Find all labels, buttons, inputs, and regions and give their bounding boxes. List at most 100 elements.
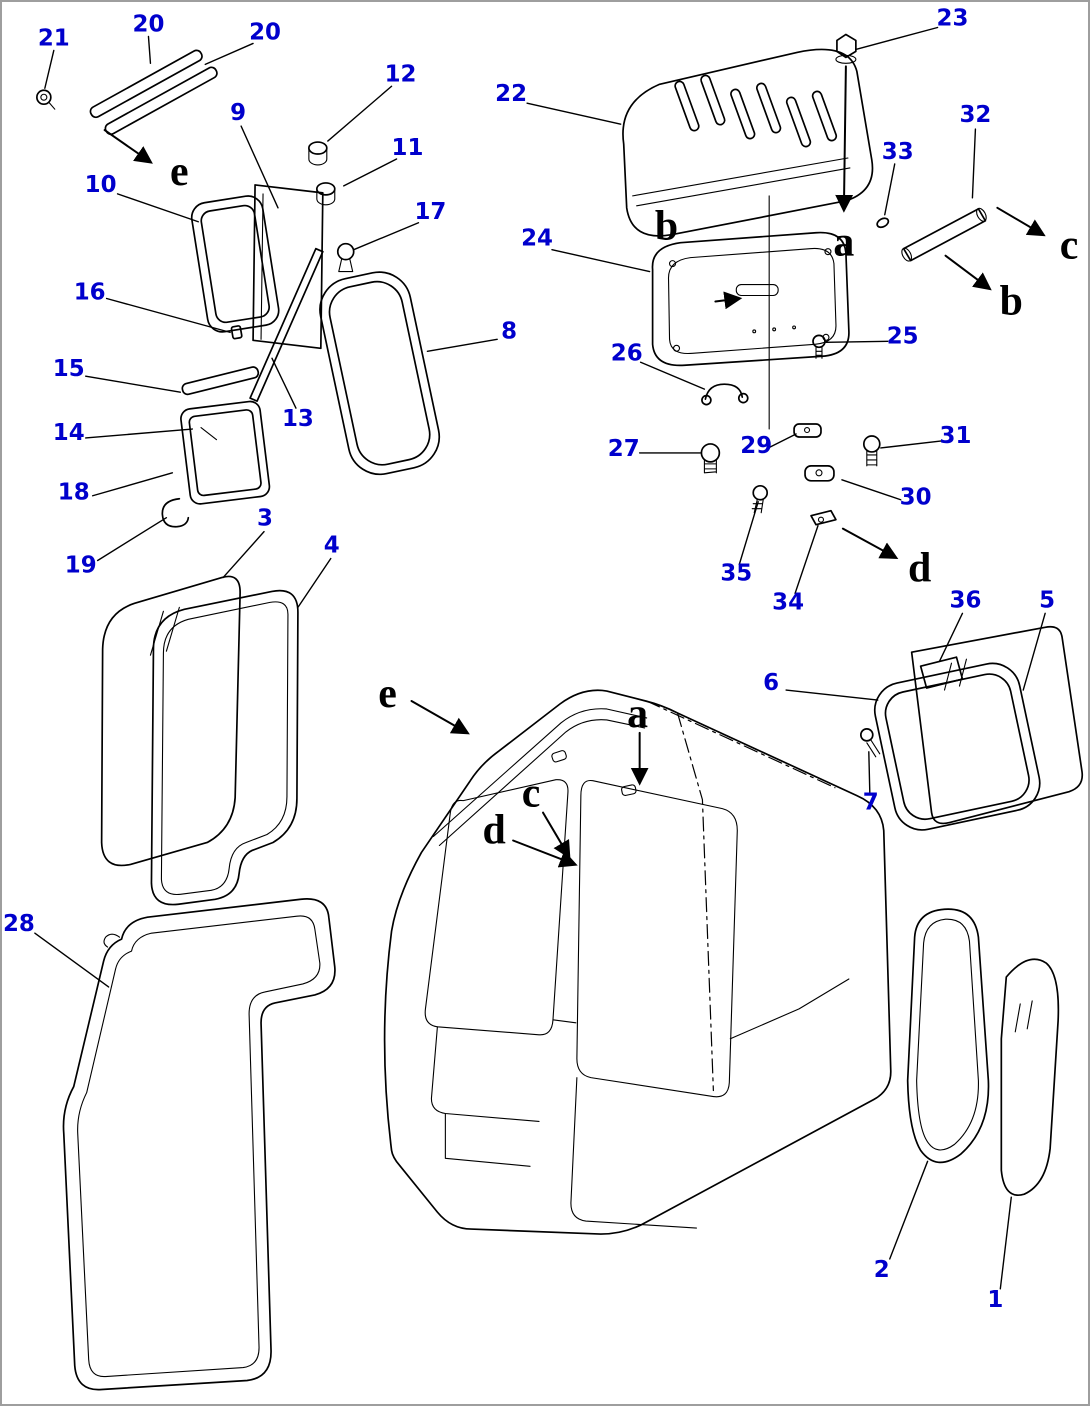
part-16-clip [230,325,243,340]
callout-16: 16 [74,279,231,334]
part-9-panel [252,184,324,350]
callout-leader-line [84,375,182,393]
callout-leader-line [297,557,332,609]
callout-28: 28 [3,911,110,988]
view-letter-label: d [908,545,931,591]
view-letter-c: c [996,206,1079,269]
part-number-label: 7 [863,790,879,816]
part-22-roof-cover [622,48,874,237]
callout-13: 13 [271,357,314,432]
callout-6: 6 [763,670,879,701]
callout-leader-line [526,102,622,125]
part-10-window-frame [190,195,280,333]
part-7-screw [859,728,881,758]
callout-35: 35 [720,501,759,586]
callout-leader-line [880,440,943,449]
cab-body [383,689,892,1235]
view-letter-label: d [483,807,506,853]
part-33-pin [876,217,890,229]
callout-30: 30 [841,479,932,511]
part-number-label: 23 [937,5,969,31]
part-3-glass [100,575,241,867]
callout-4: 4 [297,533,340,609]
part-19-hook [161,497,190,528]
callout-leader-line [84,428,193,439]
callout-15: 15 [53,356,182,393]
part-number-label: 5 [1039,587,1055,613]
part-32-rod [901,207,987,262]
callout-leader-line [147,35,152,65]
part-number-label: 3 [257,506,273,532]
callout-leader-line [971,128,977,199]
callout-31: 31 [880,423,971,449]
part-number-label: 13 [282,406,314,432]
part-number-label: 11 [392,135,424,161]
callout-26: 26 [611,340,706,390]
part-21-bolt [36,89,56,110]
part-4-seal-frame [150,589,299,906]
part-number-label: 22 [495,81,527,107]
callout-8: 8 [426,318,517,352]
part-number-label: 18 [58,480,90,506]
part-1-glass [1000,958,1060,1196]
callout-leader-line [855,26,939,51]
part-number-label: 12 [385,61,417,87]
view-arrow [841,527,899,559]
part-number-label: 9 [230,100,246,126]
view-letter-label: e [378,671,397,717]
callout-27: 27 [608,436,702,462]
part-number-label: 24 [521,226,553,252]
part-30-clamp [804,465,835,482]
part-2-seal [906,908,990,1164]
part-29-clamp [793,423,822,438]
view-arrow [944,254,992,291]
part-number-label: 21 [38,25,70,51]
part-26-handle [701,383,749,406]
view-letter-c: c [522,771,571,860]
part-34-clip [810,509,837,526]
callout-33: 33 [882,139,914,216]
callout-leader-line [116,193,199,223]
callout-leader-line [767,433,797,449]
callout-32: 32 [959,102,991,199]
view-letter-label: c [1060,223,1079,269]
part-36-corner [919,656,964,689]
callout-20: 20 [204,19,281,66]
part-number-label: 30 [900,485,932,511]
callout-leader-line [938,612,964,662]
part-number-label: 15 [53,356,85,382]
part-15-strip [181,366,260,396]
part-number-label: 27 [608,436,640,462]
callout-18: 18 [58,472,174,506]
callout-leader-line [794,524,819,595]
callout-leader-line [884,163,896,216]
callout-leader-line [738,501,759,566]
part-number-label: 28 [3,911,35,937]
part-number-label: 20 [133,11,165,37]
part-number-label: 6 [763,670,779,696]
view-letter-label: a [833,220,854,266]
callout-9: 9 [230,100,279,209]
callout-23: 23 [855,5,969,51]
callout-leader-line [639,361,706,390]
view-letter-label: e [170,149,189,195]
callout-5: 5 [1022,587,1055,691]
part-20-strips [89,49,218,136]
callout-leader-line [353,222,420,251]
callout-leader-line [785,689,879,701]
callout-29: 29 [740,433,797,459]
part-14-window [180,400,271,505]
callout-25: 25 [825,323,919,349]
callout-leader-line [426,338,498,352]
part-25-bolt [812,334,826,359]
part-number-label: 26 [611,340,643,366]
callout-leader-line [889,1160,929,1260]
view-letter-d: d [483,807,578,868]
callout-14: 14 [53,420,193,446]
part-number-label: 19 [65,552,97,578]
part-6-seal-frame [873,662,1041,831]
callout-leader-line [105,297,231,334]
part-number-label: 25 [887,323,919,349]
part-35-screw [751,484,769,514]
